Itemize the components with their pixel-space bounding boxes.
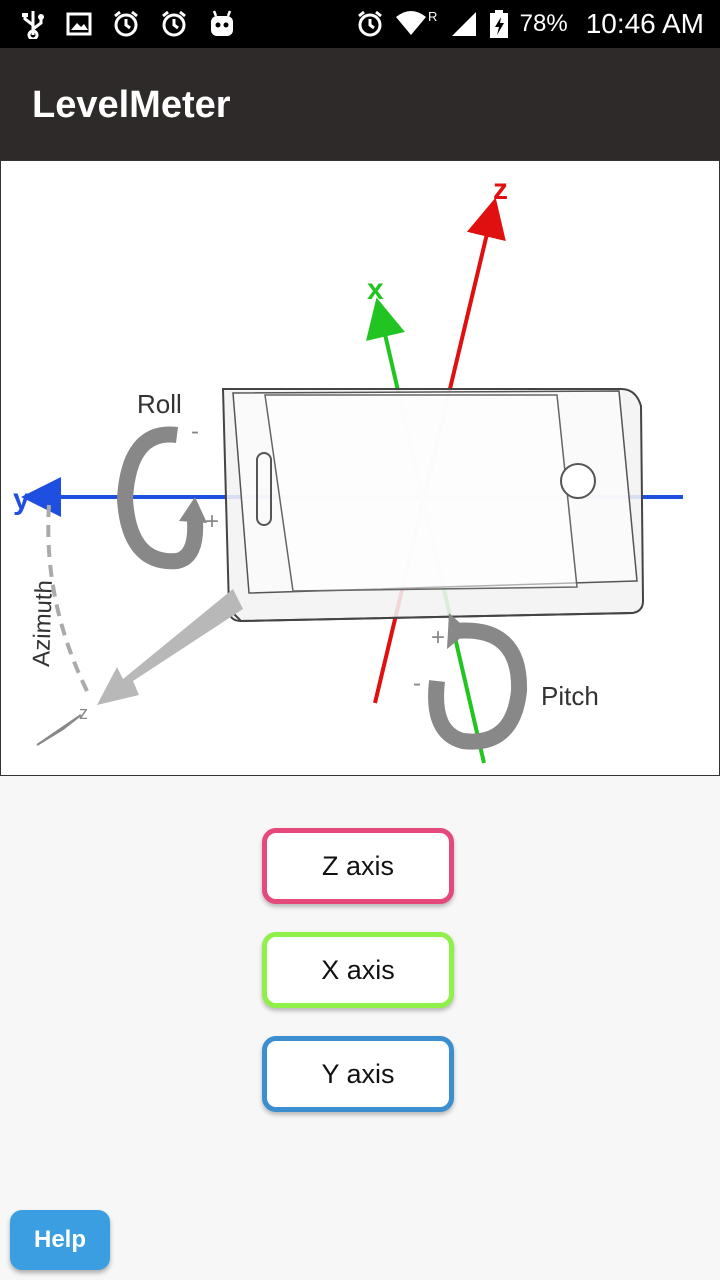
- signal-icon: [451, 12, 476, 36]
- help-button-label: Help: [33, 1226, 86, 1253]
- phone-illustration: [221, 388, 645, 623]
- azimuth-z-arrow: [36, 504, 243, 746]
- wifi-icon: R: [395, 9, 437, 35]
- pitch-plus-sign: +: [431, 624, 445, 651]
- x-axis-button[interactable]: X axis: [262, 932, 454, 1008]
- z-axis-button-label: Z axis: [321, 850, 394, 881]
- status-right-icons: R 78% 10:46 AM: [356, 0, 704, 48]
- image-icon: [66, 12, 92, 36]
- z-axis-label: z: [493, 173, 508, 206]
- app-bar: LevelMeter: [0, 48, 720, 160]
- app-title: LevelMeter: [32, 84, 231, 126]
- azimuth-label: Azimuth: [28, 580, 58, 668]
- alarm-icon: [114, 10, 138, 37]
- network-roaming-indicator: R: [428, 9, 437, 24]
- usb-icon: [22, 11, 44, 39]
- alarm-icon: [357, 10, 382, 37]
- axis-diagram: Roll - + Pitch + - Azimuth z z x y: [0, 160, 720, 776]
- x-axis-label: x: [367, 273, 384, 306]
- pitch-minus-sign: -: [413, 670, 421, 697]
- roll-label: Roll: [137, 389, 182, 419]
- status-bar: R 78% 10:46 AM: [0, 0, 720, 48]
- z-axis-button[interactable]: Z axis: [262, 828, 454, 904]
- y-axis-button-label: Y axis: [321, 1058, 395, 1089]
- help-button[interactable]: Help: [10, 1210, 110, 1270]
- x-axis-button-label: X axis: [321, 954, 395, 985]
- roll-minus-sign: -: [191, 418, 199, 445]
- roll-rotation-arrow: [116, 426, 207, 570]
- axis-diagram-graphic: Roll - + Pitch + - Azimuth z z x y: [13, 173, 683, 764]
- android-icon: [211, 10, 233, 36]
- clock: 10:46 AM: [585, 8, 704, 39]
- pitch-label: Pitch: [541, 681, 599, 711]
- status-left-icons: [20, 0, 236, 48]
- roll-plus-sign: +: [205, 508, 219, 535]
- battery-percent: 78%: [519, 10, 568, 37]
- y-axis-label: y: [13, 483, 30, 516]
- azimuth-z-label: z: [79, 703, 88, 723]
- alarm-icon: [162, 10, 186, 37]
- battery-charging-icon: [489, 10, 508, 38]
- pitch-rotation-arrow: [428, 613, 528, 750]
- y-axis-button[interactable]: Y axis: [262, 1036, 454, 1112]
